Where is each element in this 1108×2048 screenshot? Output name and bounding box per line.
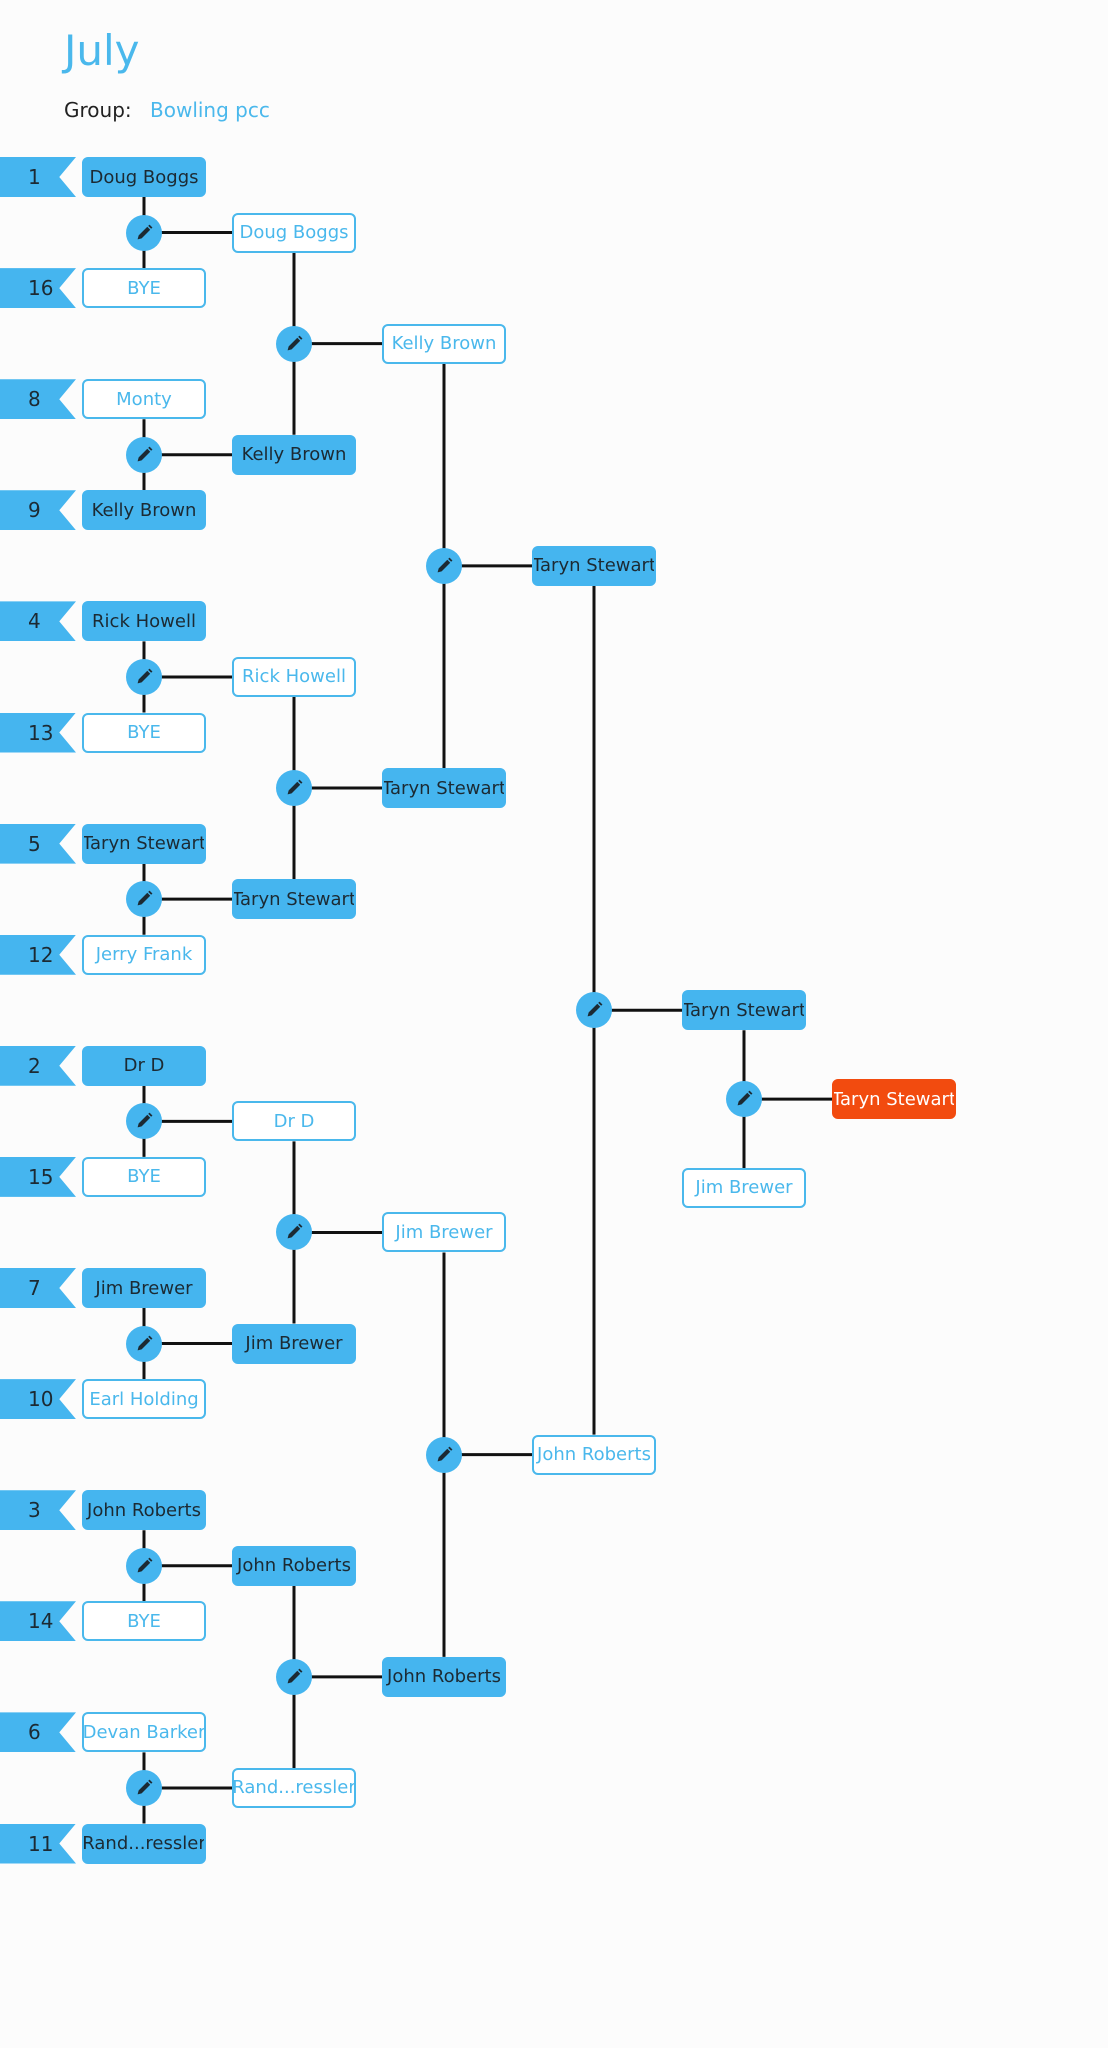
round1-entrant[interactable]: John Roberts — [82, 1490, 206, 1531]
round1-entrant[interactable]: Devan Barker — [82, 1712, 206, 1753]
edit-match-button[interactable] — [276, 325, 312, 362]
pencil-icon — [287, 1224, 303, 1239]
edit-match-button[interactable] — [126, 436, 162, 473]
edit-match-button[interactable] — [126, 658, 162, 695]
edit-match-button[interactable] — [426, 1436, 462, 1473]
round1-entrant[interactable]: Doug Boggs — [82, 157, 206, 197]
seed-number: 11 — [0, 1823, 76, 1864]
pencil-icon — [137, 1112, 153, 1128]
seed-number: 13 — [0, 712, 76, 753]
round1-entrant[interactable]: Earl Holding — [82, 1379, 206, 1420]
champion-entrant[interactable]: Taryn Stewart — [832, 1079, 956, 1120]
edit-match-button[interactable] — [426, 547, 462, 584]
pencil-icon — [137, 890, 153, 906]
pencil-icon — [437, 557, 453, 573]
round1-entrant[interactable]: Monty — [82, 379, 206, 420]
edit-match-button[interactable] — [276, 1658, 312, 1695]
pencil-icon — [437, 1446, 453, 1462]
seed-number: 14 — [0, 1601, 76, 1642]
pencil-icon — [137, 668, 153, 684]
round2-entrant[interactable]: Doug Boggs — [232, 212, 356, 253]
round1-entrant[interactable]: Kelly Brown — [82, 490, 206, 531]
seed-number: 3 — [0, 1490, 76, 1531]
pencil-icon — [137, 1557, 153, 1573]
pencil-icon — [137, 1335, 153, 1350]
round2-entrant[interactable]: Rick Howell — [232, 656, 356, 697]
group-row: Group: Bowling pcc — [64, 98, 270, 122]
round2-entrant[interactable]: John Roberts — [232, 1545, 356, 1586]
pencil-icon — [737, 1090, 753, 1106]
seed-number: 10 — [0, 1379, 76, 1420]
seed-number: 4 — [0, 601, 76, 642]
round1-entrant[interactable]: Rand...ressler — [82, 1823, 206, 1864]
seed-number: 9 — [0, 490, 76, 531]
seed-number: 7 — [0, 1268, 76, 1308]
round1-entrant[interactable]: BYE — [82, 1601, 206, 1642]
seed-number: 2 — [0, 1045, 76, 1086]
round2-entrant[interactable]: Taryn Stewart — [232, 879, 356, 920]
round2-entrant[interactable]: Kelly Brown — [232, 434, 356, 475]
edit-match-button[interactable] — [126, 1769, 162, 1806]
seed-number: 15 — [0, 1156, 76, 1197]
round3-entrant[interactable]: Taryn Stewart — [382, 768, 506, 809]
group-label: Group: — [64, 98, 132, 122]
seed-number: 5 — [0, 823, 76, 864]
pencil-icon — [287, 335, 303, 351]
pencil-icon — [287, 1668, 303, 1684]
edit-match-button[interactable] — [726, 1081, 762, 1118]
round3-entrant[interactable]: Kelly Brown — [382, 323, 506, 364]
round1-entrant[interactable]: Jerry Frank — [82, 934, 206, 975]
round1-entrant[interactable]: BYE — [82, 712, 206, 753]
group-name-link[interactable]: Bowling pcc — [150, 98, 270, 122]
round1-entrant[interactable]: Taryn Stewart — [82, 823, 206, 864]
seed-number: 16 — [0, 268, 76, 309]
edit-match-button[interactable] — [126, 1325, 162, 1362]
pencil-icon — [137, 224, 153, 239]
pencil-icon — [287, 779, 303, 795]
edit-match-button[interactable] — [126, 1547, 162, 1584]
round4-entrant[interactable]: John Roberts — [532, 1434, 656, 1475]
edit-match-button[interactable] — [126, 1103, 162, 1140]
edit-match-button[interactable] — [126, 881, 162, 918]
edit-match-button[interactable] — [576, 992, 612, 1029]
pencil-icon — [587, 1001, 603, 1017]
edit-match-button[interactable] — [126, 214, 162, 251]
final-entrant[interactable]: Taryn Stewart — [682, 990, 806, 1031]
seed-number: 1 — [0, 157, 76, 197]
round3-entrant[interactable]: John Roberts — [382, 1656, 506, 1697]
seed-number: 8 — [0, 379, 76, 420]
round2-entrant[interactable]: Dr D — [232, 1101, 356, 1142]
pencil-icon — [137, 446, 153, 462]
round1-entrant[interactable]: Dr D — [82, 1045, 206, 1086]
round1-entrant[interactable]: Rick Howell — [82, 601, 206, 642]
edit-match-button[interactable] — [276, 1214, 312, 1251]
edit-match-button[interactable] — [276, 770, 312, 807]
round1-entrant[interactable]: BYE — [82, 1156, 206, 1197]
final-entrant[interactable]: Jim Brewer — [682, 1167, 806, 1208]
round1-entrant[interactable]: BYE — [82, 268, 206, 309]
round1-entrant[interactable]: Jim Brewer — [82, 1268, 206, 1308]
round2-entrant[interactable]: Jim Brewer — [232, 1323, 356, 1364]
round4-entrant[interactable]: Taryn Stewart — [532, 545, 656, 586]
seed-number: 12 — [0, 934, 76, 975]
seed-number: 6 — [0, 1712, 76, 1753]
pencil-icon — [137, 1779, 153, 1795]
page-title: July — [64, 26, 140, 75]
round3-entrant[interactable]: Jim Brewer — [382, 1212, 506, 1253]
round2-entrant[interactable]: Rand...ressler — [232, 1767, 356, 1808]
